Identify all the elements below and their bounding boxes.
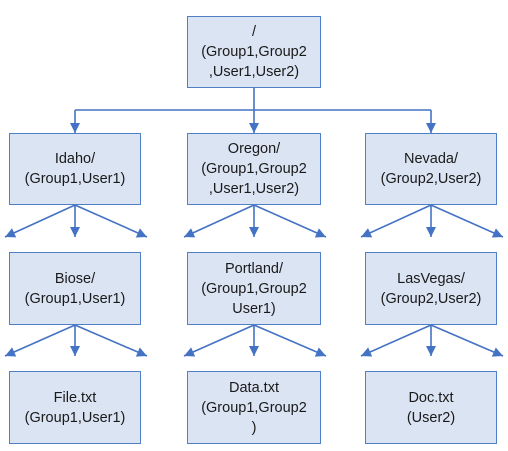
node-file-txt-line-1: File.txt bbox=[53, 389, 97, 406]
node-idaho-line-1: Idaho/ bbox=[54, 151, 96, 167]
node-data-txt-line-1: Data.txt bbox=[229, 379, 279, 396]
node-idaho-line-2: (Group1,User1) bbox=[24, 171, 126, 187]
node-biose-line-1: Biose/ bbox=[54, 270, 96, 287]
arrow-fan-idaho-right-line bbox=[74, 204, 148, 238]
arrow-fan-biose-right-line bbox=[74, 324, 148, 357]
node-nevada-line-1: Nevada/ bbox=[403, 151, 458, 167]
node-nevada-line-2: (Group2,User2) bbox=[380, 171, 482, 187]
node-lasvegas-line-1: LasVegas/ bbox=[397, 270, 465, 287]
node-root: / (Group1,Group2 ,User1,User2) bbox=[187, 16, 321, 88]
arrow-fan-portland-left-head bbox=[184, 347, 196, 357]
node-oregon-line-1: Oregon/ bbox=[227, 141, 281, 157]
node-root-line-1: / bbox=[251, 24, 257, 40]
arrow-fan-oregon-center-head bbox=[249, 227, 259, 237]
arrow-fan-oregon-right-line bbox=[253, 204, 327, 238]
arrow-fan-oregon-left-head bbox=[184, 228, 196, 238]
node-lasvegas: LasVegas/ (Group2,User2) bbox=[365, 252, 497, 325]
node-root-line-2: (Group1,Group2 bbox=[201, 44, 307, 60]
node-biose: Biose/ (Group1,User1) bbox=[9, 252, 141, 325]
node-file-txt: File.txt (Group1,User1) bbox=[9, 371, 141, 444]
arrow-root-idaho-head bbox=[70, 123, 80, 133]
node-biose-line-2: (Group1,User1) bbox=[24, 290, 126, 307]
arrow-fan-lasvegas-right-head bbox=[491, 347, 503, 357]
arrow-fan-biose-left-line bbox=[4, 324, 76, 357]
arrow-fan-idaho-left-head bbox=[5, 228, 17, 238]
node-oregon-line-2: (Group1,Group2 bbox=[201, 161, 307, 177]
node-portland-line-3: User1) bbox=[232, 300, 276, 317]
node-doc-txt: Doc.txt (User2) bbox=[365, 371, 497, 444]
arrow-fan-portland-right-line bbox=[253, 324, 327, 357]
node-oregon: Oregon/ (Group1,Group2 ,User1,User2) bbox=[187, 133, 321, 205]
arrow-fan-biose-right-head bbox=[135, 347, 147, 357]
arrow-fan-portland-left-line bbox=[183, 324, 255, 357]
node-portland-line-2: (Group1,Group2 bbox=[201, 280, 307, 297]
arrow-root-oregon-head bbox=[249, 123, 259, 133]
node-data-txt-line-2: (Group1,Group2 bbox=[201, 399, 307, 416]
arrow-fan-biose-left-head bbox=[5, 347, 17, 357]
node-root-line-3: ,User1,User2) bbox=[208, 64, 300, 80]
node-oregon-line-3: ,User1,User2) bbox=[208, 181, 300, 197]
node-doc-txt-line-2: (User2) bbox=[406, 409, 456, 426]
node-doc-txt-line-1: Doc.txt bbox=[408, 389, 454, 406]
arrow-fan-lasvegas-center-head bbox=[426, 346, 436, 356]
node-data-txt-line-3: ) bbox=[251, 419, 257, 436]
node-lasvegas-line-2: (Group2,User2) bbox=[380, 290, 482, 307]
arrow-fan-oregon-left-line bbox=[183, 204, 255, 238]
node-portland-line-1: Portland/ bbox=[224, 260, 284, 277]
arrow-fan-lasvegas-left-head bbox=[361, 347, 373, 357]
arrow-fan-biose-center-head bbox=[70, 346, 80, 356]
node-file-txt-line-2: (Group1,User1) bbox=[24, 409, 126, 426]
arrow-fan-lasvegas-left-line bbox=[360, 324, 432, 357]
arrow-fan-idaho-center-head bbox=[70, 227, 80, 237]
arrow-fan-nevada-right-head bbox=[491, 228, 503, 238]
arrow-fan-nevada-right-line bbox=[430, 204, 504, 238]
arrow-root-nevada-head bbox=[426, 123, 436, 133]
arrow-fan-lasvegas-right-line bbox=[430, 324, 504, 357]
arrow-fan-nevada-center-head bbox=[426, 227, 436, 237]
node-portland: Portland/ (Group1,Group2 User1) bbox=[187, 252, 321, 325]
node-data-txt: Data.txt (Group1,Group2 ) bbox=[187, 371, 321, 444]
arrow-fan-nevada-left-head bbox=[361, 228, 373, 238]
arrow-fan-portland-right-head bbox=[314, 347, 326, 357]
arrow-fan-idaho-right-head bbox=[135, 228, 147, 238]
node-idaho: Idaho/ (Group1,User1) bbox=[9, 133, 141, 205]
arrow-fan-idaho-left-line bbox=[4, 204, 76, 238]
arrow-fan-nevada-left-line bbox=[360, 204, 432, 238]
arrow-fan-portland-center-head bbox=[249, 346, 259, 356]
node-nevada: Nevada/ (Group2,User2) bbox=[365, 133, 497, 205]
arrow-fan-oregon-right-head bbox=[314, 228, 326, 238]
